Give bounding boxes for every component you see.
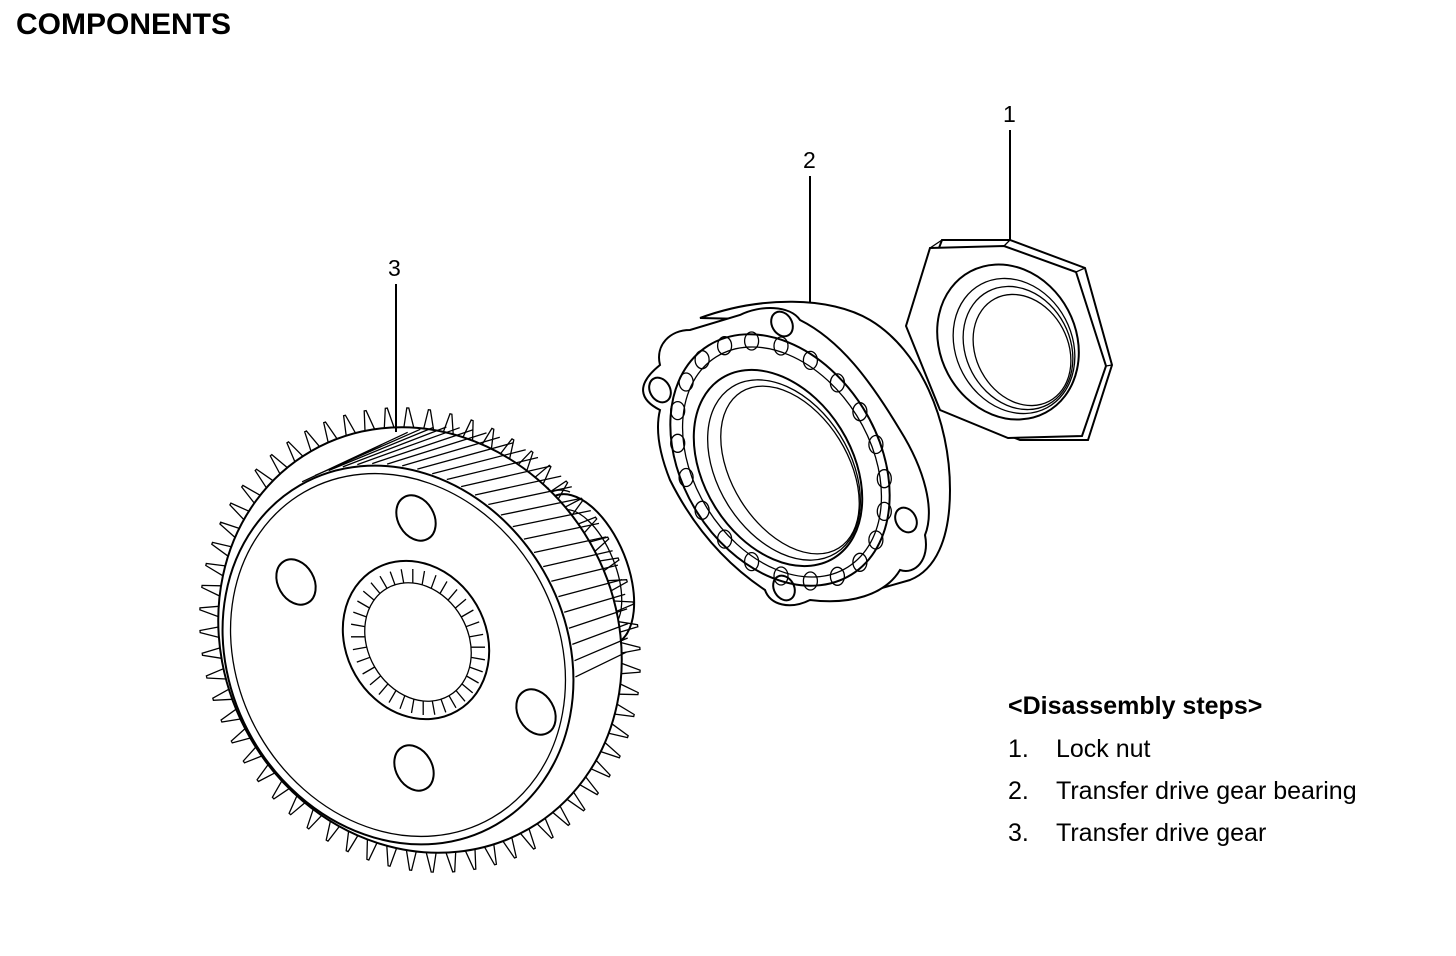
bearing-outer-race — [669, 333, 891, 587]
lock-nut-bore — [936, 263, 1080, 421]
gear-teeth — [199, 407, 641, 873]
disassembly-steps: <Disassembly steps> 1. Lock nut 2. Trans… — [1008, 692, 1438, 861]
lock-nut-illustration — [904, 239, 1114, 441]
step-number: 2. — [1008, 777, 1029, 805]
step-label: Lock nut — [1056, 735, 1151, 763]
gear-bolt-hole — [393, 744, 435, 792]
disassembly-steps-heading: <Disassembly steps> — [1008, 692, 1263, 720]
transfer-drive-gear-bearing-illustration — [642, 300, 952, 607]
gear-bolt-hole — [275, 558, 317, 606]
gear-bolt-hole — [395, 494, 437, 542]
gear-bolt-hole — [515, 688, 557, 736]
bearing-bolt-hole — [770, 310, 794, 338]
bearing-bolt-hole — [772, 574, 796, 602]
bearing-bolt-hole — [648, 376, 672, 404]
bearing-bolt-hole — [894, 506, 918, 534]
transfer-drive-gear-illustration — [199, 407, 641, 873]
gear-splines — [350, 569, 486, 715]
callout-number: 2 — [803, 147, 816, 173]
step-number: 3. — [1008, 819, 1029, 847]
step-number: 1. — [1008, 735, 1029, 763]
step-label: Transfer drive gear bearing — [1056, 777, 1357, 805]
step-item: 2. Transfer drive gear bearing — [1008, 777, 1438, 819]
callout-1: 1 — [1003, 101, 1016, 240]
gear-center-bore — [341, 559, 491, 721]
bearing-rollers — [670, 331, 892, 591]
callout-number: 3 — [388, 255, 401, 281]
step-label: Transfer drive gear — [1056, 819, 1267, 847]
step-item: 1. Lock nut — [1008, 735, 1438, 777]
callout-3: 3 — [388, 255, 401, 432]
callout-number: 1 — [1003, 101, 1016, 127]
step-item: 3. Transfer drive gear — [1008, 819, 1438, 861]
gear-helical-band — [301, 426, 629, 678]
page-title: COMPONENTS — [16, 8, 232, 41]
callout-2: 2 — [803, 147, 816, 302]
